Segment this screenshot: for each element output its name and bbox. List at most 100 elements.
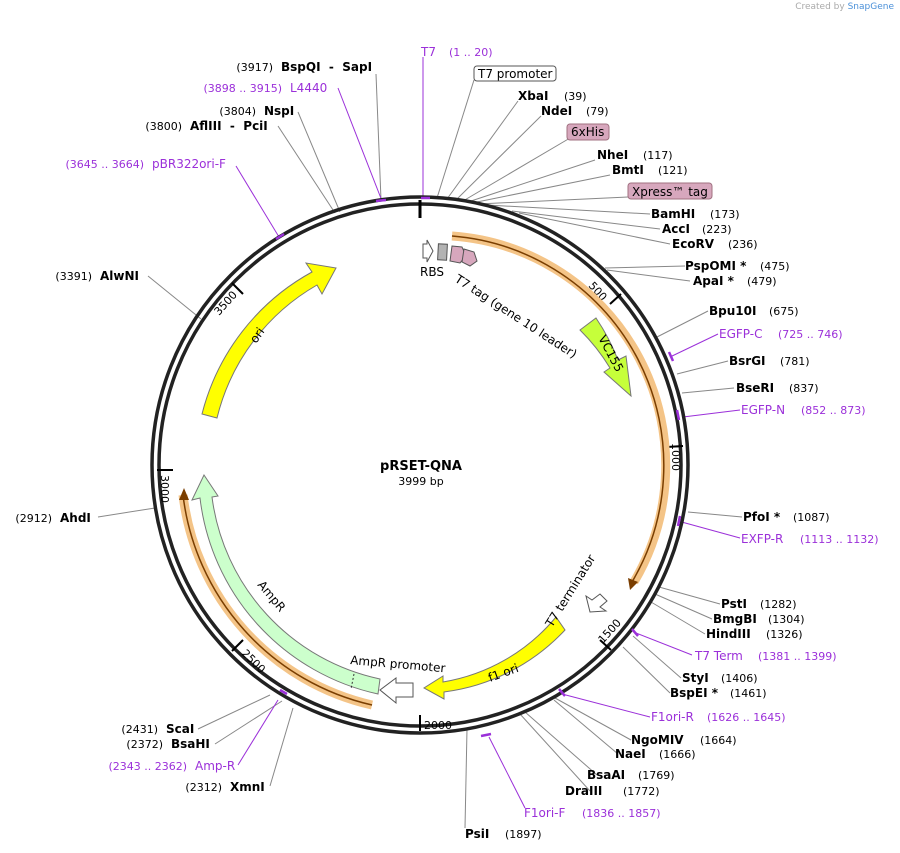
enzyme-pos-EcoRV: (236) — [728, 238, 758, 251]
enzyme-label-HindIII[interactable]: HindIII — [706, 627, 751, 641]
enzyme-pos-AflIII-PciI: (3800) — [145, 120, 182, 133]
enzyme-label-BspEI[interactable]: BspEI * — [670, 686, 719, 700]
enzyme-label-AccI[interactable]: AccI — [662, 222, 690, 236]
enzyme-pos-AlwNI: (3391) — [55, 270, 92, 283]
insert-arrow — [628, 578, 638, 590]
enzyme-label-XmnI[interactable]: XmnI — [230, 780, 265, 794]
feature-VC155[interactable] — [579, 317, 632, 398]
feature-f1ori[interactable] — [423, 616, 566, 700]
enzyme-label-AlwNI[interactable]: AlwNI — [100, 269, 139, 283]
enzyme-pos-PstI: (1282) — [760, 598, 797, 611]
enzyme-pos-BmgBI: (1304) — [768, 613, 805, 626]
enzyme-label-PsiI[interactable]: PsiI — [465, 827, 489, 841]
primer-label-F1ori-R[interactable]: F1ori-R — [651, 710, 694, 724]
enzyme-label-XbaI[interactable]: XbaI — [518, 89, 548, 103]
enzyme-label-NheI[interactable]: NheI — [597, 148, 628, 162]
label-leader-lines — [97, 57, 743, 829]
6xhis-box[interactable] — [566, 123, 610, 141]
enzyme-pos-NheI: (117) — [643, 149, 673, 162]
enzyme-label-PfoI[interactable]: PfoI * — [743, 510, 781, 524]
enzyme-pos-BsrGI: (781) — [780, 355, 810, 368]
label-T7-promoter: T7 promoter — [477, 67, 553, 81]
enzyme-pos-NaeI: (1666) — [659, 748, 696, 761]
feature-AmpR[interactable] — [191, 473, 381, 695]
enzyme-label-BamHI[interactable]: BamHI — [651, 207, 695, 221]
enzyme-pos-BamHI: (173) — [710, 208, 740, 221]
plasmid-length: 3999 bp — [398, 475, 443, 488]
enzyme-label-NdeI[interactable]: NdeI — [541, 104, 572, 118]
ampr-dotted-divider — [350, 673, 355, 690]
xpress-tag-box[interactable] — [627, 182, 713, 200]
enzyme-pos-BspEI: (1461) — [730, 687, 767, 700]
enzyme-label-AflIII-PciI[interactable]: AflIII - PciI — [190, 119, 268, 133]
enzyme-label-StyI[interactable]: StyI — [682, 671, 709, 685]
primer-pos-T7: (1 .. 20) — [449, 46, 493, 59]
primer-label-T7-Term[interactable]: T7 Term — [694, 649, 743, 663]
enzyme-pos-XmnI: (2312) — [185, 781, 222, 794]
primer-pos-F1ori-F: (1836 .. 1857) — [582, 807, 661, 820]
feature-label-AmpR-promoter: AmpR promoter — [350, 653, 446, 675]
primer-pos-pBR322ori-F: (3645 .. 3664) — [65, 158, 144, 171]
enzyme-label-BsrGI[interactable]: BsrGI — [729, 354, 766, 368]
feature-Xpress-tag[interactable] — [461, 248, 478, 267]
tick-label: 3000 — [158, 475, 171, 503]
t7-promoter-box[interactable] — [473, 65, 557, 82]
enzyme-label-EcoRV[interactable]: EcoRV — [672, 237, 715, 251]
enzyme-label-BsaHI[interactable]: BsaHI — [171, 737, 210, 751]
enzyme-pos-BmtI: (121) — [658, 164, 688, 177]
primer-label-L4440[interactable]: L4440 — [290, 81, 327, 95]
primer-label-EGFP-C[interactable]: EGFP-C — [719, 327, 762, 341]
enzyme-pos-BspQI-SapI: (3917) — [236, 61, 273, 74]
enzyme-label-PstI[interactable]: PstI — [721, 597, 747, 611]
feature-ori[interactable] — [201, 262, 337, 419]
label-Xpress-tag: Xpress™ tag — [632, 185, 708, 199]
feature-AmpR-promoter[interactable] — [379, 677, 414, 705]
right-labels: PspOMI * (475) ApaI * (479) Bpu10I (675)… — [465, 259, 879, 841]
feature-T7-tag[interactable] — [437, 243, 448, 261]
enzyme-label-ApaI[interactable]: ApaI * — [693, 274, 735, 288]
enzyme-label-DraIII[interactable]: DraIII — [565, 784, 602, 798]
position-ticks — [157, 282, 684, 731]
enzyme-label-NgoMIV[interactable]: NgoMIV — [631, 733, 684, 747]
enzyme-label-BmgBI[interactable]: BmgBI — [713, 612, 757, 626]
primer-pos-L4440: (3898 .. 3915) — [203, 82, 282, 95]
feature-label-T7-tag: T7 tag (gene 10 leader) — [452, 271, 580, 361]
enzyme-pos-AccI: (223) — [702, 223, 732, 236]
enzyme-pos-XbaI: (39) — [564, 90, 587, 103]
tick-label: 2000 — [424, 719, 452, 732]
enzyme-pos-BseRI: (837) — [789, 382, 819, 395]
enzyme-pos-ScaI: (2431) — [121, 723, 158, 736]
enzyme-label-BsaAI[interactable]: BsaAI — [587, 768, 625, 782]
primer-label-EXFP-R[interactable]: EXFP-R — [741, 532, 783, 546]
primer-markers — [275, 196, 682, 738]
top-labels: T7 (1 .. 20) T7 promoter XbaI (39) NdeI … — [420, 45, 758, 251]
snapgene-credit: Created by SnapGene — [795, 2, 894, 12]
enzyme-label-PspOMI[interactable]: PspOMI * — [685, 259, 747, 273]
insert-line — [451, 235, 665, 583]
enzyme-pos-BsaAI: (1769) — [638, 769, 675, 782]
primer-label-EGFP-N[interactable]: EGFP-N — [741, 403, 785, 417]
enzyme-label-NaeI[interactable]: NaeI — [615, 747, 646, 761]
feature-label-T7-terminator: T7 terminator — [542, 552, 598, 630]
primer-label-pBR322ori-F[interactable]: pBR322ori-F — [152, 157, 226, 171]
plasmid-name: pRSET-QNA — [380, 459, 462, 474]
primer-label-Amp-R[interactable]: Amp-R — [195, 759, 235, 773]
enzyme-pos-NspI: (3804) — [219, 105, 256, 118]
snapgene-logo: SnapGene — [847, 2, 894, 12]
enzyme-label-BseRI[interactable]: BseRI — [736, 381, 774, 395]
feature-RBS[interactable] — [422, 239, 434, 263]
enzyme-label-AhdI[interactable]: AhdI — [60, 511, 91, 525]
enzyme-label-NspI[interactable]: NspI — [264, 104, 294, 118]
enzyme-label-Bpu10I[interactable]: Bpu10I — [709, 304, 756, 318]
enzyme-label-ScaI[interactable]: ScaI — [166, 722, 194, 736]
enzyme-label-BmtI[interactable]: BmtI — [612, 163, 644, 177]
enzyme-label-BspQI-SapI[interactable]: BspQI - SapI — [281, 60, 372, 74]
primer-label-T7[interactable]: T7 — [420, 45, 436, 59]
enzyme-pos-PsiI: (1897) — [505, 828, 542, 841]
primer-label-F1ori-F[interactable]: F1ori-F — [524, 806, 565, 820]
label-6xHis: 6xHis — [571, 125, 604, 139]
enzyme-pos-BsaHI: (2372) — [126, 738, 163, 751]
primer-pos-F1ori-R: (1626 .. 1645) — [707, 711, 786, 724]
feature-T7-terminator[interactable] — [585, 593, 608, 613]
enzyme-pos-StyI: (1406) — [721, 672, 758, 685]
